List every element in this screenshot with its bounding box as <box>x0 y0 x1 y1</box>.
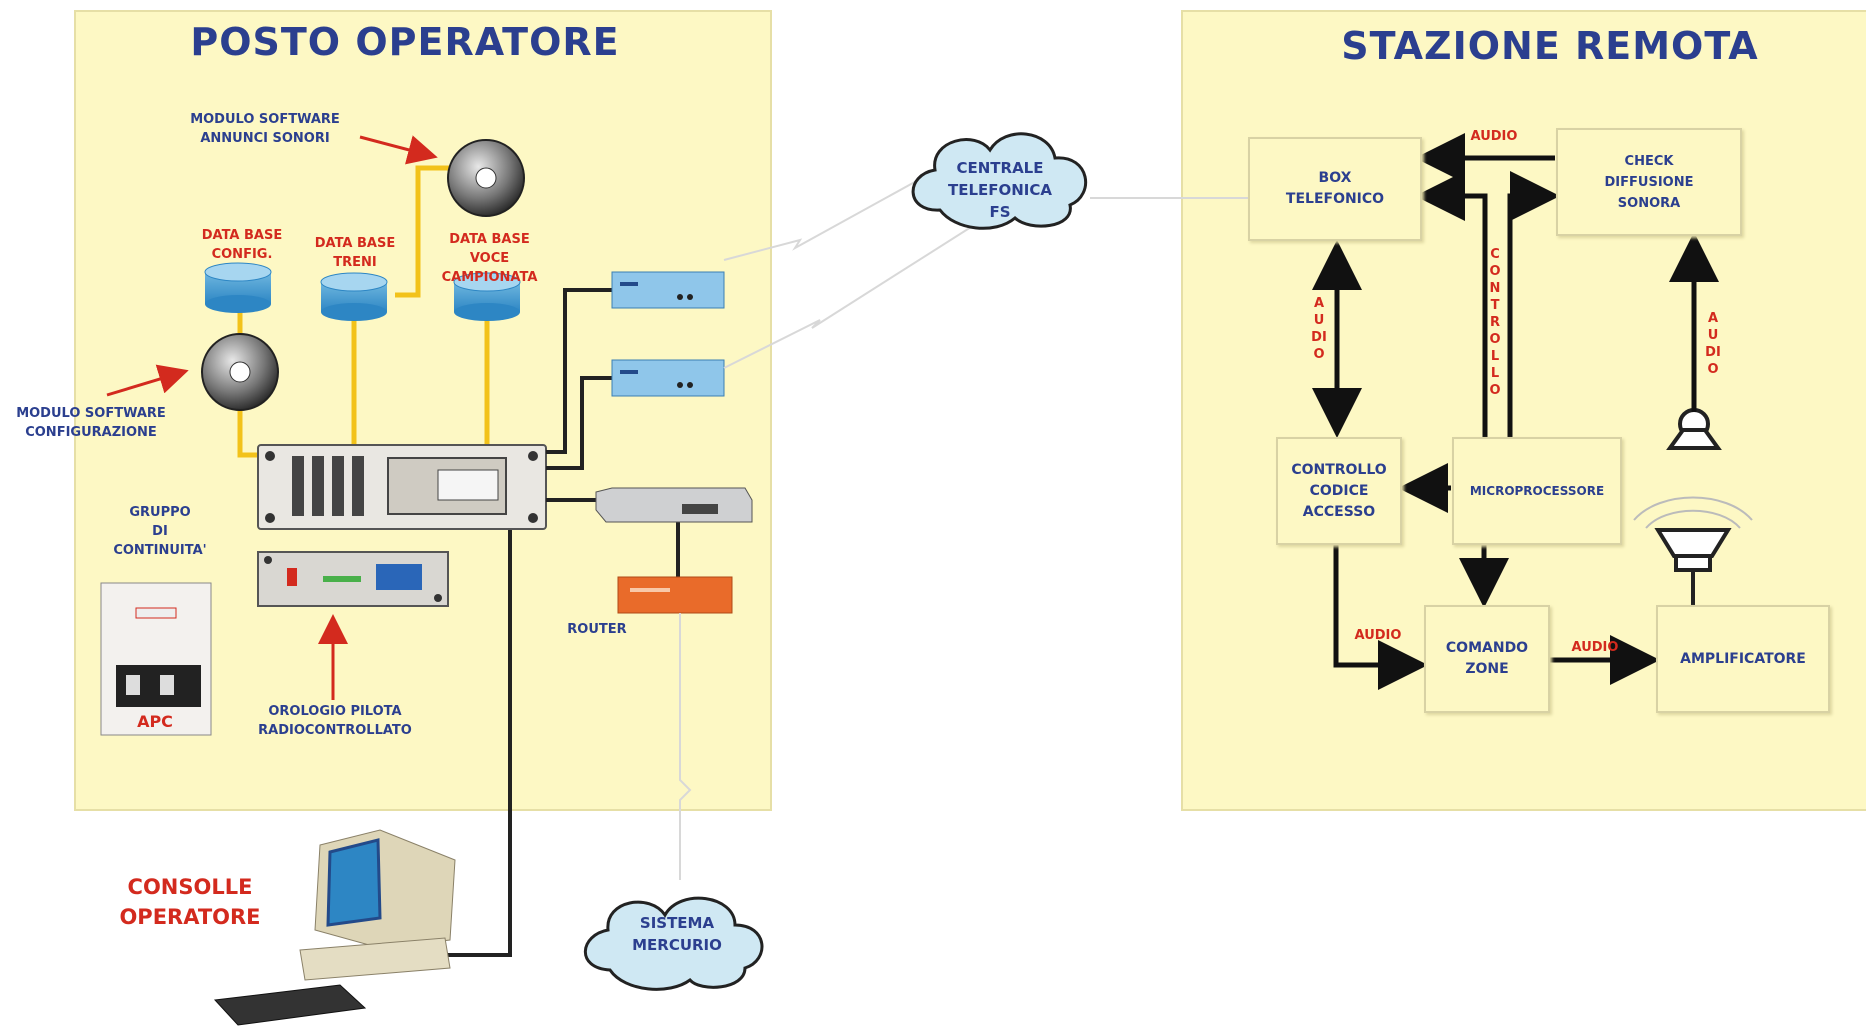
audio-label-bottom-right: AUDIO <box>1571 640 1619 655</box>
modem-1-icon <box>611 271 725 309</box>
remote-title: STAZIONE REMOTA <box>1341 24 1759 68</box>
audio-label-left: AUDIO <box>1311 296 1327 362</box>
microprocessore-label: MICROPROCESSORE <box>1469 483 1605 498</box>
check-diffusione-label: CHECK DIFFUSIONE SONORA <box>1604 153 1694 211</box>
router-label: ROUTER <box>567 622 627 637</box>
radio-clock-icon <box>257 551 449 607</box>
audio-label-top: AUDIO <box>1470 129 1518 144</box>
db-voce-label: DATA BASE VOCE CAMPIONATA <box>441 232 538 285</box>
db-treni-icon <box>320 272 388 321</box>
amplificatore-box: AMPLIFICATORE <box>1656 605 1830 713</box>
controllo-codice-label: CONTROLLO CODICE ACCESSO <box>1291 461 1387 520</box>
check-diffusione-box: CHECK DIFFUSIONE SONORA <box>1556 128 1742 236</box>
cd-annunci-icon <box>447 139 525 217</box>
gruppo-label: GRUPPO DI CONTINUITA' <box>113 505 207 558</box>
server-rack-icon <box>257 444 547 530</box>
comando-zone-label: COMANDO ZONE <box>1445 640 1529 677</box>
db-treni-label: DATA BASE TRENI <box>314 236 396 270</box>
microphone-icon <box>1666 408 1722 450</box>
modulo-config-label: MODULO SOFTWARE CONFIGURAZIONE <box>16 406 166 440</box>
comando-zone-box: COMANDO ZONE <box>1424 605 1550 713</box>
cloud-centrale-icon <box>911 132 1087 230</box>
db-config-label: DATA BASE CONFIG. <box>201 228 283 262</box>
computer-icon <box>213 829 456 1026</box>
controllo-codice-box: CONTROLLO CODICE ACCESSO <box>1276 437 1402 545</box>
controllo-label: CONTROLLO <box>1489 247 1501 398</box>
orologio-label: OROLOGIO PILOTA RADIOCONTROLLATO <box>258 704 412 738</box>
box-telefonico-label: BOX TELEFONICO <box>1285 170 1385 207</box>
ups-icon <box>100 582 212 736</box>
switch-icon <box>595 487 753 523</box>
mercurio-label: SISTEMA MERCURIO <box>632 914 722 954</box>
db-voce-icon <box>453 272 521 321</box>
speaker-icon <box>1633 496 1753 605</box>
audio-label-bottom-left: AUDIO <box>1354 628 1402 643</box>
box-telefonico: BOX TELEFONICO <box>1248 137 1422 241</box>
audio-label-right: AUDIO <box>1705 311 1721 377</box>
db-config-icon <box>204 262 272 313</box>
consolle-label: CONSOLLE OPERATORE <box>119 875 261 929</box>
modem-2-icon <box>611 359 725 397</box>
cd-config-icon <box>201 333 279 411</box>
router-icon <box>617 576 733 614</box>
operator-title: POSTO OPERATORE <box>190 20 620 64</box>
microprocessore-box: MICROPROCESSORE <box>1452 437 1622 545</box>
centrale-label: CENTRALE TELEFONICA FS <box>947 159 1053 221</box>
apc-label: APC <box>137 712 173 731</box>
amplificatore-label: AMPLIFICATORE <box>1680 650 1806 667</box>
modulo-annunci-label: MODULO SOFTWARE ANNUNCI SONORI <box>190 112 340 146</box>
cloud-mercurio-icon <box>583 896 764 991</box>
